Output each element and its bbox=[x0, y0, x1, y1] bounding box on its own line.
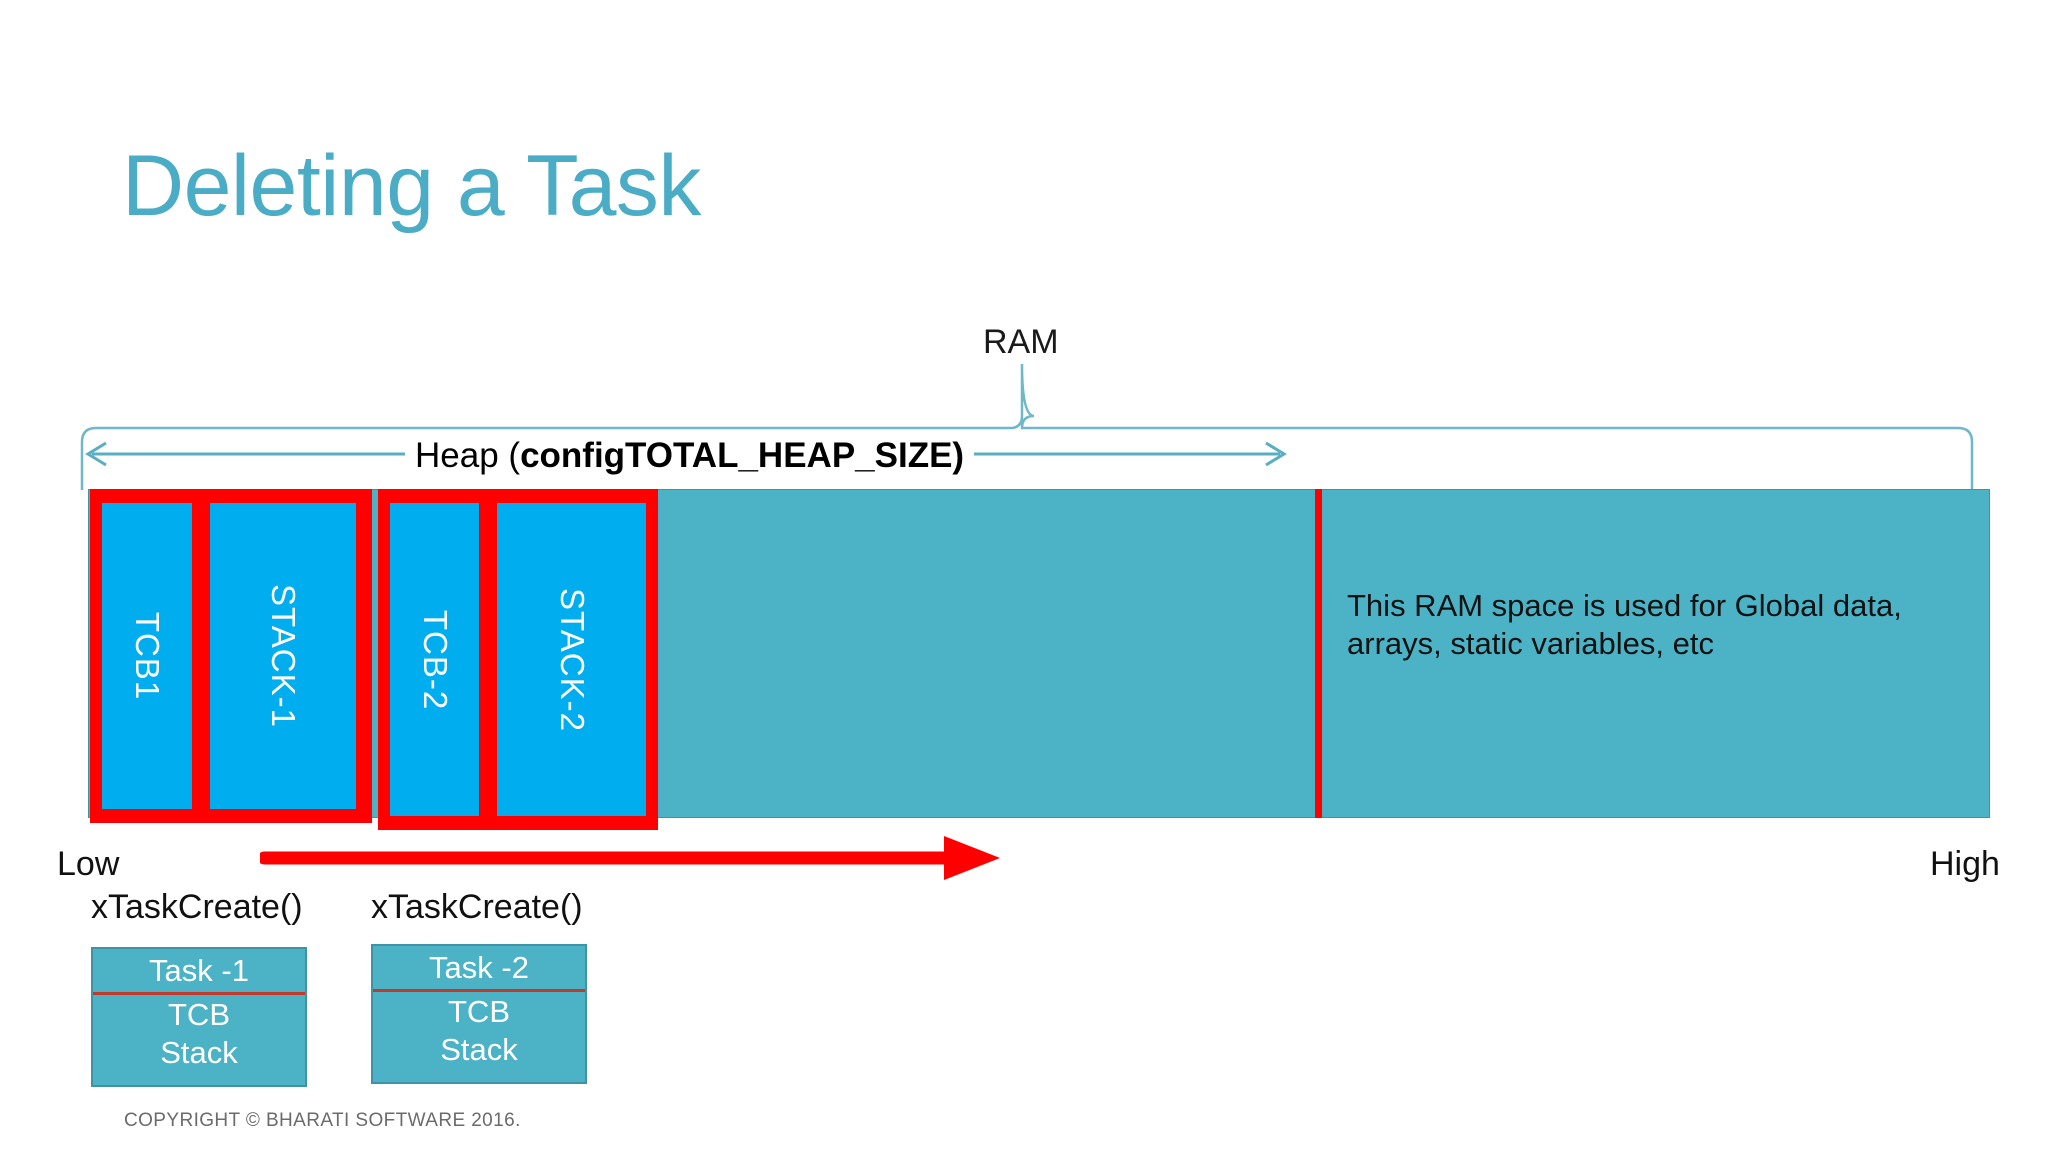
task1-memory-group: TCB1 STACK-1 bbox=[90, 489, 372, 823]
memory-block-stack1: STACK-1 bbox=[210, 503, 356, 809]
task2-box: Task -2 TCB Stack bbox=[371, 944, 587, 1084]
copyright-notice: COPYRIGHT © BHARATI SOFTWARE 2016. bbox=[124, 1110, 521, 1131]
task2-create-call: xTaskCreate() bbox=[371, 888, 583, 926]
task2-row-stack: Stack bbox=[440, 1031, 518, 1067]
heap-label-normal: Heap ( bbox=[415, 436, 521, 475]
memory-block-tcb2: TCB-2 bbox=[390, 503, 480, 816]
address-high-label: High bbox=[1930, 845, 2000, 883]
task2-memory-group: TCB-2 STACK-2 bbox=[378, 489, 658, 830]
task1-row-tcb: TCB bbox=[168, 996, 230, 1032]
memory-block-label: STACK-1 bbox=[265, 584, 302, 728]
task1-create-call: xTaskCreate() bbox=[91, 888, 303, 926]
ram-usage-note: This RAM space is used for Global data, … bbox=[1347, 588, 1902, 661]
ram-section-divider bbox=[1315, 489, 1322, 818]
heap-size-label: Heap (configTOTAL_HEAP_SIZE) bbox=[405, 436, 975, 476]
memory-block-label: STACK-2 bbox=[553, 587, 591, 732]
task2-row-tcb: TCB bbox=[448, 993, 510, 1029]
task1-row-stack: Stack bbox=[160, 1034, 238, 1070]
memory-block-label: TCB-2 bbox=[416, 609, 454, 710]
address-low-label: Low bbox=[57, 845, 120, 883]
memory-block-label: TCB1 bbox=[129, 611, 166, 701]
task1-title: Task -1 bbox=[93, 949, 305, 995]
heap-label-bold: configTOTAL_HEAP_SIZE) bbox=[520, 436, 965, 475]
memory-block-stack2: STACK-2 bbox=[497, 503, 646, 816]
page-title: Deleting a Task bbox=[122, 138, 701, 234]
memory-block-tcb1: TCB1 bbox=[102, 503, 192, 809]
task1-box: Task -1 TCB Stack bbox=[91, 947, 307, 1087]
growth-direction-arrow-icon bbox=[260, 836, 1000, 880]
ram-brace-icon bbox=[80, 363, 1974, 490]
task2-title: Task -2 bbox=[373, 946, 585, 992]
ram-label: RAM bbox=[983, 323, 1059, 361]
